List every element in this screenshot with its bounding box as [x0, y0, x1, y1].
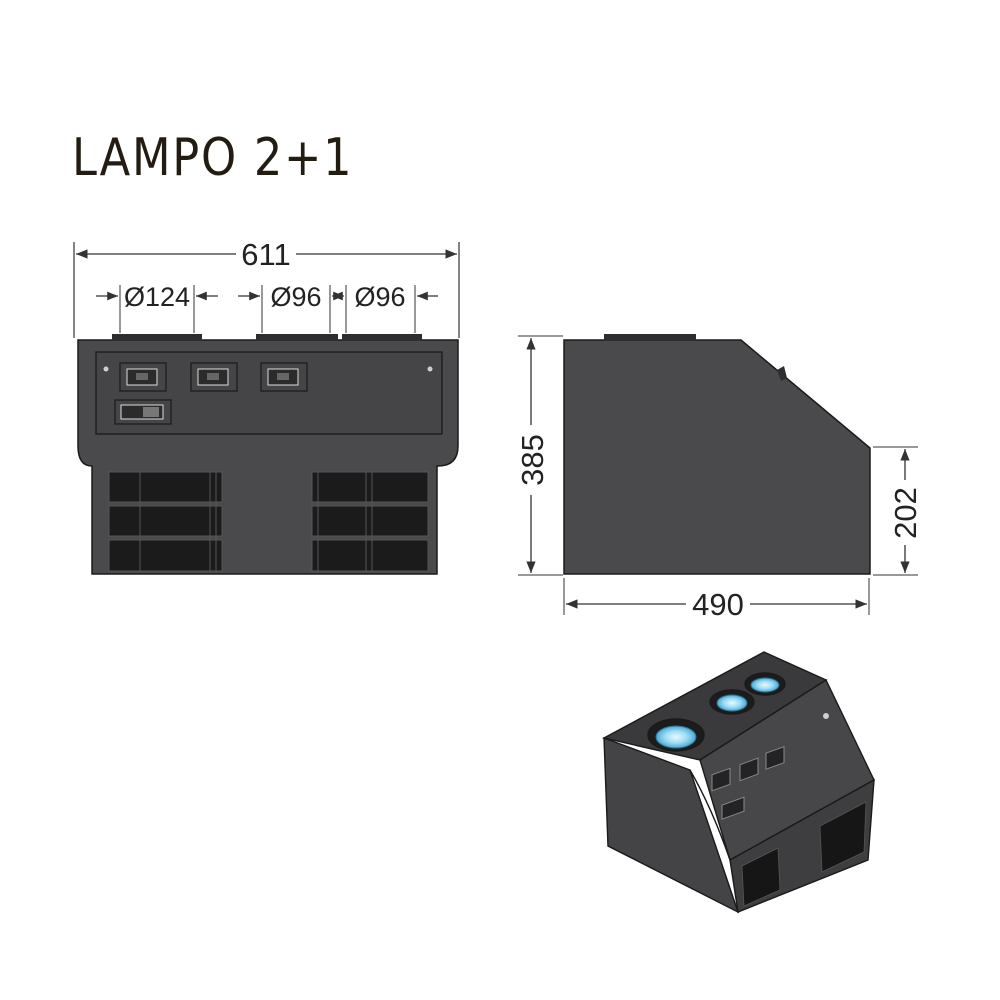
front-view: 611 Ø124 Ø96 Ø96	[73, 237, 460, 575]
switch-1	[119, 362, 167, 392]
dimension-height-label: 385	[515, 434, 550, 486]
iso-panel-screw	[823, 713, 829, 719]
switch-2	[190, 362, 238, 392]
dimension-hole-2-label: Ø96	[270, 282, 321, 312]
front-vents-left	[108, 471, 223, 572]
iso-well-small-2	[744, 672, 786, 696]
dimension-depth: 490	[566, 587, 867, 622]
dimension-height: 385	[515, 338, 550, 573]
dimension-total-width: 611	[76, 237, 457, 272]
dimension-hole-1: Ø124	[96, 282, 218, 312]
side-switch-edge	[777, 366, 787, 381]
front-panel	[95, 351, 443, 435]
side-body	[563, 339, 871, 575]
dimension-front-height-label: 202	[888, 487, 923, 539]
panel-screw-right	[427, 366, 433, 372]
dimension-total-width-label: 611	[241, 237, 290, 272]
dimension-hole-2: Ø96	[238, 282, 343, 312]
dimension-front-height: 202	[888, 449, 923, 573]
side-view: 385 202 490	[515, 334, 923, 622]
product-title: LAMPO 2+1	[72, 128, 354, 188]
dimension-depth-label: 490	[692, 587, 744, 622]
isometric-view	[602, 651, 875, 914]
front-rim-3	[342, 334, 422, 341]
switch-3	[260, 362, 308, 392]
panel-screw-left	[103, 366, 109, 372]
iso-switches	[711, 745, 785, 820]
iso-well-large	[647, 718, 705, 752]
dimension-hole-3-label: Ø96	[354, 282, 405, 312]
iso-well-small-1	[709, 689, 755, 715]
dimension-hole-3: Ø96	[333, 282, 438, 312]
iso-vents	[741, 801, 867, 907]
front-rim-1	[112, 334, 202, 341]
dimension-hole-1-label: Ø124	[124, 282, 190, 312]
front-rim-2	[256, 334, 338, 341]
front-vents-right	[311, 471, 429, 572]
side-rim	[604, 334, 696, 341]
main-switch	[114, 399, 172, 425]
